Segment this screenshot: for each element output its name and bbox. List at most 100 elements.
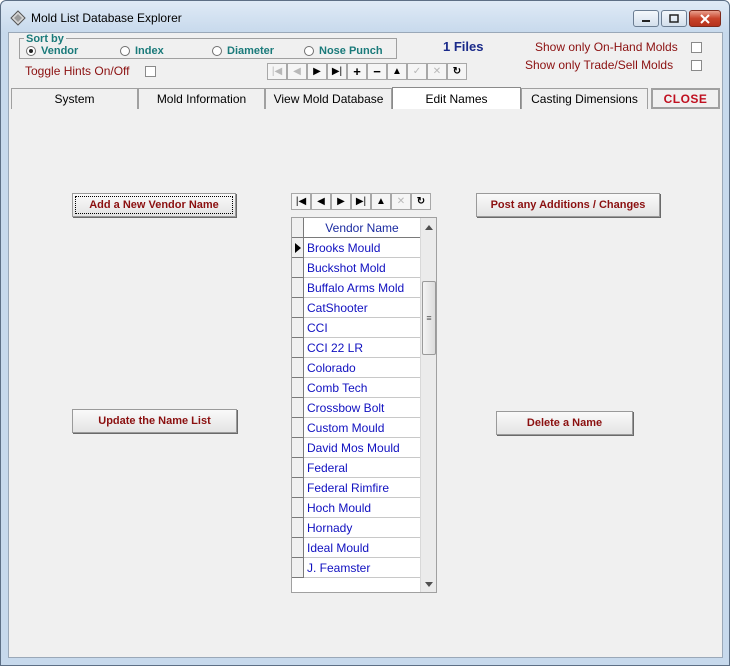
sort-vendor-radio[interactable]: Vendor [26, 45, 78, 57]
table-row[interactable]: Hornady [292, 518, 420, 538]
delete-name-button[interactable]: Delete a Name [496, 411, 633, 435]
cancel-x-icon: ✕ [432, 66, 442, 77]
grid-cancel-button[interactable]: ✕ [391, 193, 411, 210]
row-indicator[interactable] [292, 358, 304, 378]
nav-post-button[interactable]: ✓ [407, 63, 427, 80]
vendor-name-cell[interactable]: Buckshot Mold [304, 258, 420, 278]
row-indicator[interactable] [292, 558, 304, 578]
title-bar[interactable]: Mold List Database Explorer [1, 1, 729, 33]
sort-index-radio[interactable]: Index [120, 45, 164, 57]
maximize-button[interactable] [661, 10, 687, 27]
vendor-name-cell[interactable]: Comb Tech [304, 378, 420, 398]
row-indicator[interactable] [292, 378, 304, 398]
table-row[interactable]: Federal Rimfire [292, 478, 420, 498]
grid-last-button[interactable]: ▶| [351, 193, 371, 210]
table-row[interactable]: Colorado [292, 358, 420, 378]
table-row[interactable]: CCI 22 LR [292, 338, 420, 358]
tab-view-mold-database[interactable]: View Mold Database [265, 88, 392, 109]
sort-nose-punch-radio[interactable]: Nose Punch [304, 45, 383, 57]
minimize-button[interactable] [633, 10, 659, 27]
scroll-down-arrow-icon[interactable] [425, 582, 433, 587]
tab-edit-names[interactable]: Edit Names [392, 87, 521, 109]
radio-selected-icon [26, 46, 36, 56]
vendor-name-cell[interactable]: CCI 22 LR [304, 338, 420, 358]
vendor-name-column-header[interactable]: Vendor Name [304, 218, 420, 238]
vendor-name-cell[interactable]: Ideal Mould [304, 538, 420, 558]
row-indicator[interactable] [292, 458, 304, 478]
vendor-name-cell[interactable]: Federal [304, 458, 420, 478]
nav-prior-button[interactable]: ◀ [287, 63, 307, 80]
table-row[interactable]: David Mos Mould [292, 438, 420, 458]
post-changes-button[interactable]: Post any Additions / Changes [476, 193, 660, 217]
row-indicator[interactable] [292, 418, 304, 438]
show-onhand-checkbox[interactable] [691, 42, 702, 53]
vendor-name-cell[interactable]: Colorado [304, 358, 420, 378]
table-row[interactable]: Crossbow Bolt [292, 398, 420, 418]
nav-cancel-button[interactable]: ✕ [427, 63, 447, 80]
grid-scrollbar[interactable]: ≡ [420, 218, 436, 592]
toggle-hints-checkbox[interactable] [145, 66, 156, 77]
table-row[interactable]: Custom Mould [292, 418, 420, 438]
row-indicator[interactable] [292, 538, 304, 558]
table-row[interactable]: Buffalo Arms Mold [292, 278, 420, 298]
tab-casting-dimensions[interactable]: Casting Dimensions [521, 88, 648, 109]
vendor-name-cell[interactable]: J. Feamster [304, 558, 420, 578]
nav-edit-button[interactable]: ▲ [387, 63, 407, 80]
grid-prior-button[interactable]: ◀ [311, 193, 331, 210]
close-button[interactable]: CLOSE [651, 88, 720, 109]
table-row[interactable]: J. Feamster [292, 558, 420, 578]
table-row[interactable]: Ideal Mould [292, 538, 420, 558]
nav-first-button[interactable]: |◀ [267, 63, 287, 80]
nav-delete-button[interactable]: − [367, 63, 387, 80]
vendor-name-cell[interactable]: Federal Rimfire [304, 478, 420, 498]
grip-icon: ≡ [426, 313, 432, 323]
table-row[interactable]: Brooks Mould [292, 238, 420, 258]
table-row[interactable]: Buckshot Mold [292, 258, 420, 278]
scroll-up-arrow-icon[interactable] [425, 225, 433, 230]
nav-refresh-button[interactable]: ↻ [447, 63, 467, 80]
row-indicator[interactable] [292, 238, 304, 258]
tab-mold-information[interactable]: Mold Information [138, 88, 265, 109]
add-vendor-name-label: Add a New Vendor Name [89, 199, 219, 211]
vendor-name-cell[interactable]: CCI [304, 318, 420, 338]
table-row[interactable]: CCI [292, 318, 420, 338]
table-row[interactable]: Federal [292, 458, 420, 478]
nav-last-button[interactable]: ▶| [327, 63, 347, 80]
close-window-button[interactable] [689, 10, 721, 27]
row-indicator[interactable] [292, 278, 304, 298]
delete-name-label: Delete a Name [526, 417, 603, 429]
sort-diameter-radio[interactable]: Diameter [212, 45, 274, 57]
grid-refresh-button[interactable]: ↻ [411, 193, 431, 210]
table-row[interactable]: Comb Tech [292, 378, 420, 398]
row-indicator[interactable] [292, 518, 304, 538]
add-vendor-name-button[interactable]: Add a New Vendor Name [72, 193, 236, 217]
vendor-name-cell[interactable]: Buffalo Arms Mold [304, 278, 420, 298]
grid-next-button[interactable]: ▶ [331, 193, 351, 210]
nav-next-button[interactable]: ▶ [307, 63, 327, 80]
vendor-name-cell[interactable]: David Mos Mould [304, 438, 420, 458]
row-indicator[interactable] [292, 338, 304, 358]
show-trade-checkbox[interactable] [691, 60, 702, 71]
vendor-name-cell[interactable]: Crossbow Bolt [304, 398, 420, 418]
tab-system[interactable]: System [11, 88, 138, 109]
grid-first-button[interactable]: |◀ [291, 193, 311, 210]
row-indicator[interactable] [292, 258, 304, 278]
row-indicator[interactable] [292, 298, 304, 318]
update-name-list-button[interactable]: Update the Name List [72, 409, 237, 433]
table-row[interactable]: CatShooter [292, 298, 420, 318]
row-indicator[interactable] [292, 318, 304, 338]
grid-edit-button[interactable]: ▲ [371, 193, 391, 210]
row-indicator[interactable] [292, 478, 304, 498]
vendor-name-cell[interactable]: CatShooter [304, 298, 420, 318]
row-indicator[interactable] [292, 498, 304, 518]
vendor-name-cell[interactable]: Hoch Mould [304, 498, 420, 518]
scrollbar-thumb[interactable]: ≡ [422, 281, 436, 355]
row-indicator[interactable] [292, 398, 304, 418]
nav-insert-button[interactable]: + [347, 63, 367, 80]
table-row[interactable]: Hoch Mould [292, 498, 420, 518]
vendor-name-cell[interactable]: Hornady [304, 518, 420, 538]
row-indicator[interactable] [292, 438, 304, 458]
vendor-name-cell[interactable]: Custom Mould [304, 418, 420, 438]
vendor-name-cell[interactable]: Brooks Mould [304, 238, 420, 258]
